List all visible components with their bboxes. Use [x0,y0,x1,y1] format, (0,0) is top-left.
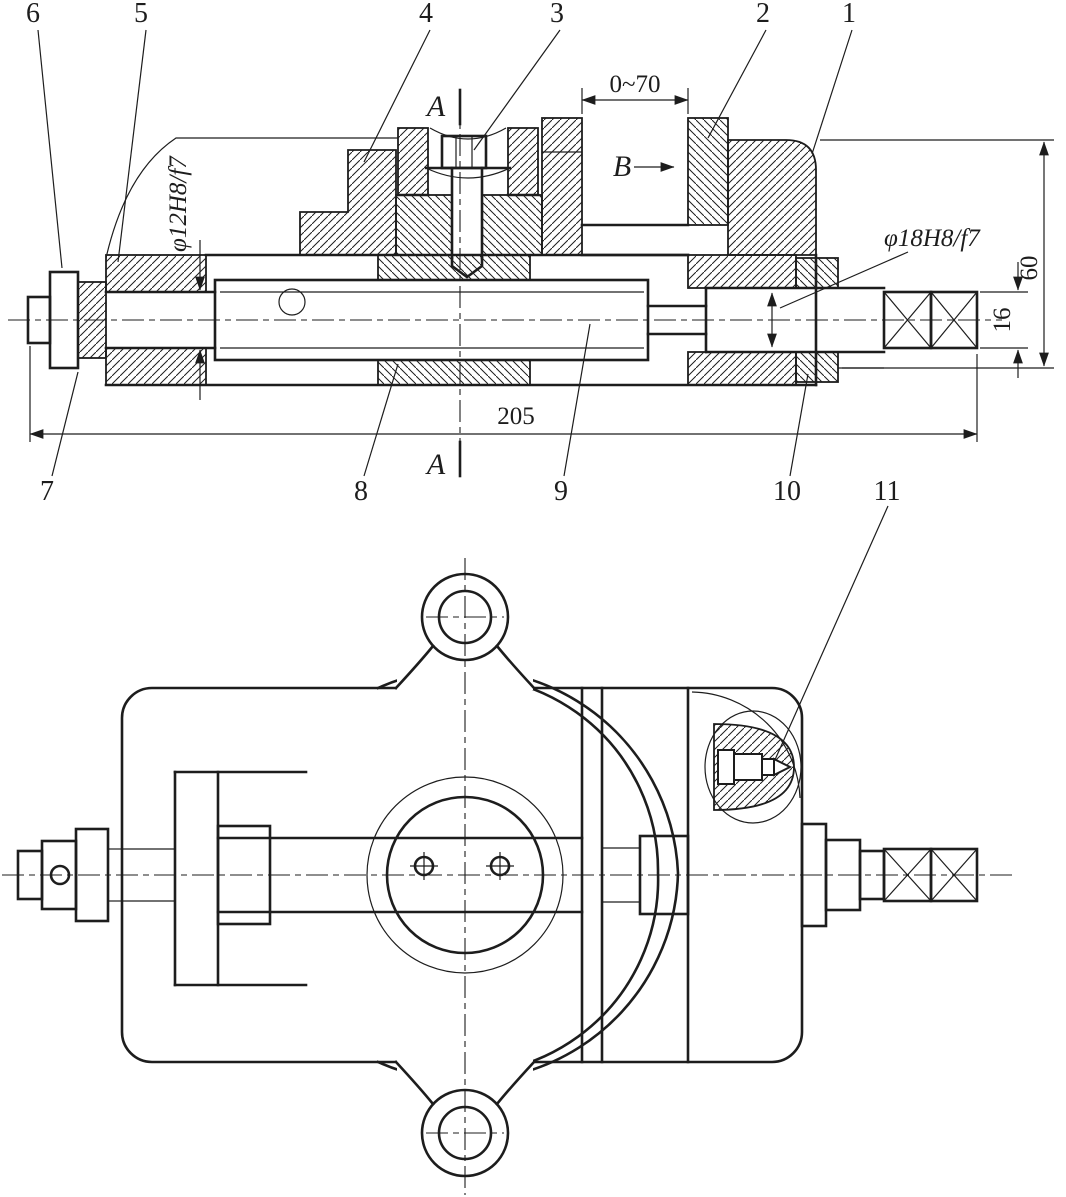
bolt-head [440,134,488,170]
callout-8: 8 [354,476,368,507]
section-label-a-bottom: A [425,448,446,481]
section-label-a-top: A [425,90,446,123]
dim-text-phi18: φ18H8/f7 [884,225,981,252]
adjust-screw [717,749,793,785]
housing-top-outline [105,137,398,259]
end-flange [105,254,207,386]
plan-view [2,558,1012,1195]
dim-travel: 0~70 [581,71,689,114]
oil-hole [278,288,306,316]
dim-left-fit: φ12H8/f7 [165,155,205,400]
housing-left-section [299,149,397,256]
dim-shaft-end: 16 [980,262,1028,378]
callout-10: 10 [773,476,801,507]
callout-9: 9 [554,476,568,507]
dim-overall-length: 205 [29,346,978,442]
callout-4: 4 [419,0,433,29]
front-annotations: φ12H8/f7 0~70 B A A φ18H8/f7 60 [29,71,1054,481]
leader-10 [789,373,809,477]
front-section-view [8,88,1002,478]
moving-jaw-wall [541,117,583,256]
leader-1 [811,29,853,155]
dim-text-travel: 0~70 [609,71,660,98]
handle-knob [26,270,107,370]
housing-right [687,139,818,387]
part-callouts: 6 5 4 3 2 1 7 8 9 10 11 [26,0,901,763]
leader-6 [37,29,63,269]
bracket-detail [691,691,802,824]
leader-9 [563,323,591,477]
leader-11 [773,505,889,763]
dim-text-205: 205 [497,403,535,430]
bolt-tip [450,256,484,279]
dim-right-fit: φ18H8/f7 [767,225,981,348]
leader-2 [707,29,767,139]
bearing-cap [395,127,543,279]
callout-7: 7 [40,476,54,507]
leader-3 [473,29,561,151]
leader-8 [363,363,399,477]
callout-2: 2 [756,0,770,29]
callout-5: 5 [134,0,148,29]
callout-3: 3 [550,0,564,29]
dim-height: 60 [820,139,1054,369]
fixed-jaw-block [687,117,729,226]
dim-text-60: 60 [1016,256,1043,281]
callout-1: 1 [842,0,856,29]
dim-text-phi12: φ12H8/f7 [165,155,192,252]
callout-6: 6 [26,0,40,29]
screw-boss-outline [704,710,802,824]
dim-text-16: 16 [989,308,1016,333]
leader-4 [363,29,431,163]
left-pocket [173,770,308,987]
callout-11: 11 [874,476,901,507]
view-label-b: B [613,150,631,183]
view-b-arrow: B [613,150,675,183]
leader-7 [51,371,79,477]
leader-5 [117,29,147,263]
